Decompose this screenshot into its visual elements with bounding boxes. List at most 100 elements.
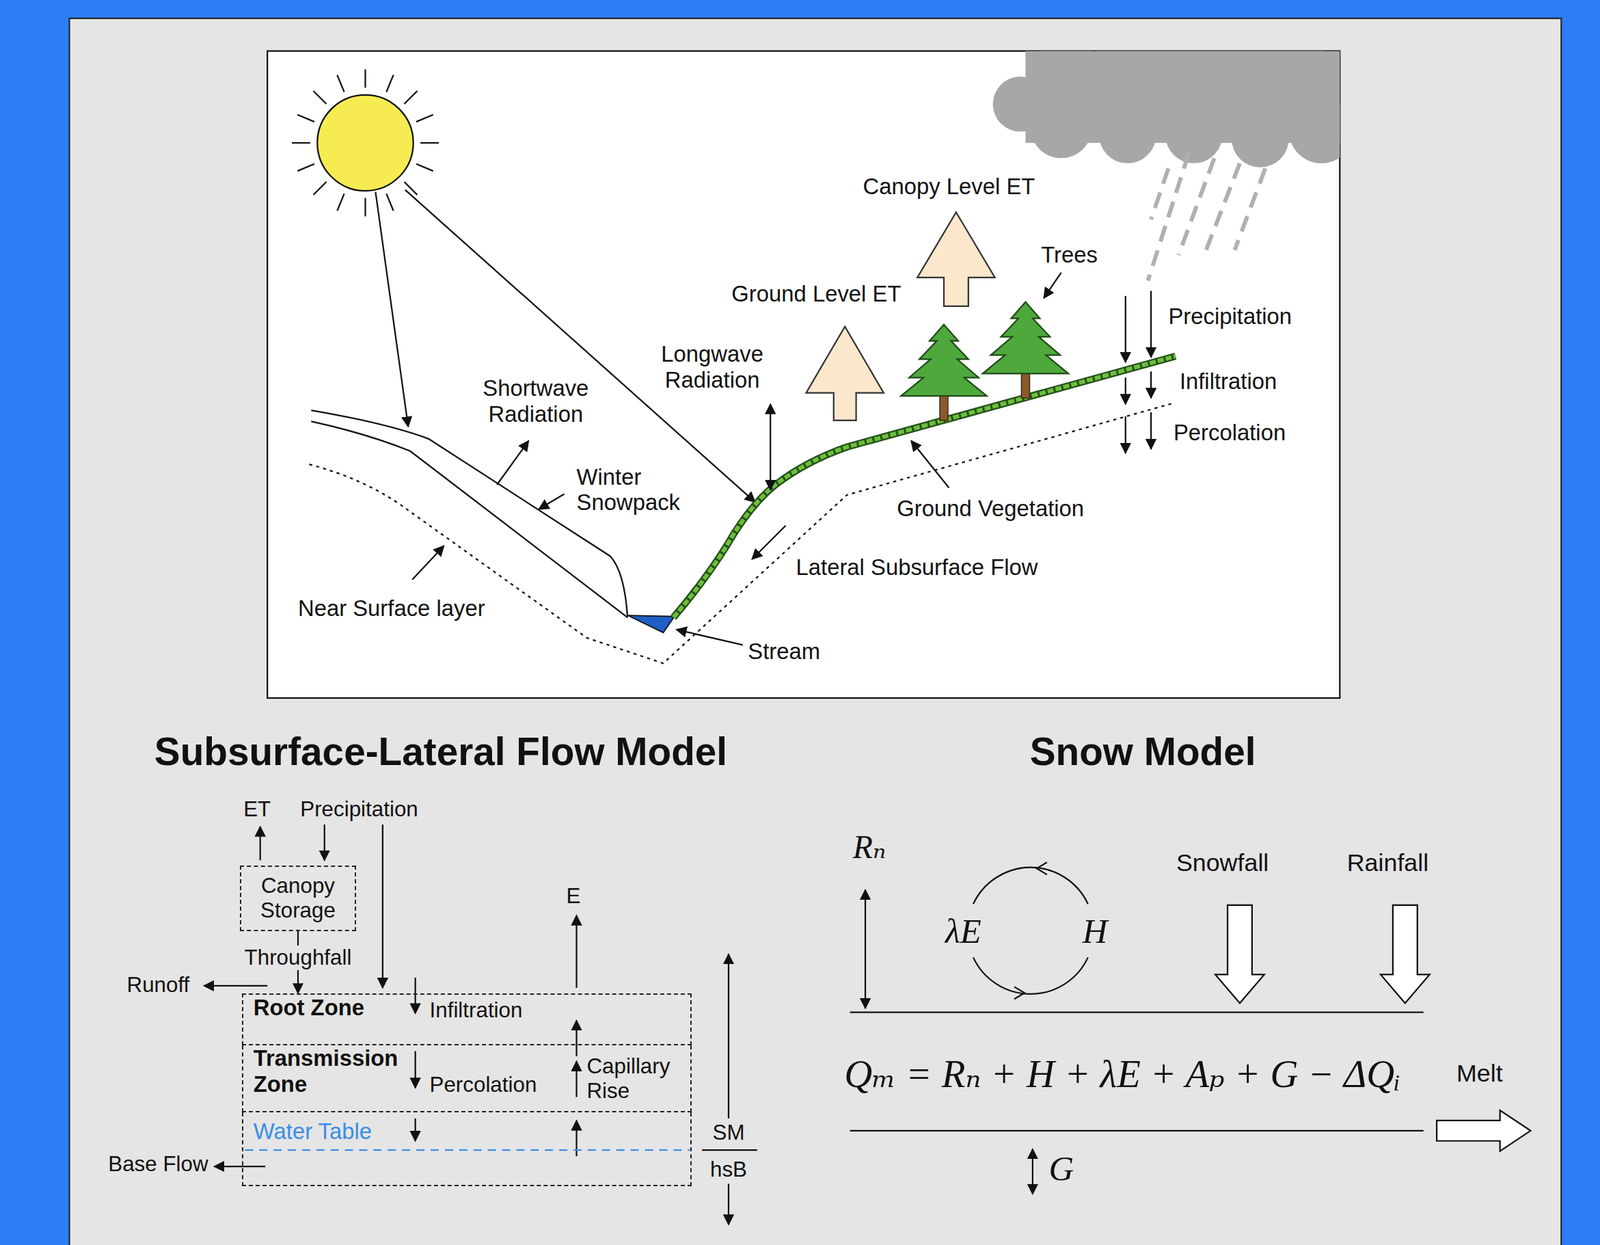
callout-label: Lateral Subsurface Flow: [796, 554, 1039, 581]
sun-part: [313, 181, 327, 195]
snow-model-lines-part: [864, 889, 866, 1009]
equation-symbol: λE: [945, 910, 982, 951]
snowpack: [308, 403, 1174, 664]
sun-part: [386, 75, 393, 93]
callout-label: SM: [712, 1120, 745, 1145]
stream: [627, 615, 675, 633]
water-table-band: Water Table: [241, 1112, 692, 1186]
water-table-line: [244, 1148, 690, 1151]
subsurface-arrows-part: [323, 824, 326, 860]
sun-part: [416, 114, 434, 122]
subsurface-arrows-part: [414, 977, 417, 1013]
callout-label: Precipitation: [300, 796, 418, 822]
radiation-rays-part: [375, 192, 409, 427]
sun-part: [336, 193, 344, 211]
callout-label: Rainfall: [1347, 848, 1430, 877]
sun-part: [364, 69, 366, 88]
storage-divider: [701, 1148, 758, 1151]
equation-symbol: H: [1082, 910, 1108, 951]
et-arrows: [805, 211, 995, 420]
callout-label: Percolation: [1173, 419, 1286, 446]
illustration-frame: [267, 51, 1340, 698]
snowpack-part: [310, 421, 628, 618]
flow-arrows-part: [1150, 371, 1152, 398]
callout-label: Stream: [747, 638, 821, 665]
stream-part: [627, 615, 675, 633]
callout-label: Melt: [1456, 1059, 1503, 1088]
cloud: [993, 51, 1341, 168]
callout-label: Infiltration: [429, 997, 523, 1023]
sun-part: [403, 181, 417, 195]
trees-part: [982, 302, 1069, 398]
cloud-part: [1289, 97, 1341, 164]
hollow-arrows-part: [1436, 1109, 1531, 1151]
section-heading: Snow Model: [1029, 729, 1257, 775]
subsurface-arrows-part: [727, 954, 730, 1119]
rain-part: [1235, 168, 1266, 250]
callout-label: hsB: [710, 1157, 748, 1182]
cloud-part: [1099, 105, 1157, 164]
subsurface-arrows-part: [414, 1118, 417, 1141]
rain-part: [1150, 168, 1169, 220]
sun-part: [297, 164, 315, 171]
hollow-arrows-part: [1380, 904, 1430, 1003]
rain-part: [1204, 163, 1240, 255]
flow-arrows-part: [1043, 272, 1061, 298]
callout-label: Ground Vegetation: [896, 495, 1084, 522]
callout-label: Infiltration: [1179, 368, 1277, 395]
cloud-part: [1231, 110, 1290, 168]
callout-label: Trees: [1040, 241, 1098, 268]
snow-model-lines-part: [1036, 861, 1048, 875]
flow-arrows-part: [1124, 416, 1127, 454]
node-text: Transmission Zone: [253, 1045, 417, 1097]
flow-arrows-part: [1150, 290, 1152, 357]
sun-part: [317, 95, 413, 191]
flow-arrows-part: [1124, 377, 1127, 404]
snow-model-lines-part: [1032, 1148, 1034, 1195]
flow-arrows-part: [1124, 295, 1127, 363]
callout-label: ET: [243, 796, 271, 822]
callout-label: Base Flow: [107, 1151, 208, 1177]
callout-label: Longwave Radiation: [651, 341, 774, 394]
flow-arrows-part: [676, 629, 743, 645]
sun-part: [364, 198, 366, 217]
subsurface-arrows-part: [259, 826, 262, 860]
subsurface-arrows-part: [575, 1060, 577, 1097]
snow-model-lines: [850, 861, 1424, 1194]
sun: [291, 69, 439, 216]
subsurface-arrows-part: [414, 1050, 417, 1088]
subsurface-arrows-part: [204, 984, 268, 987]
snow-model-lines-part: [850, 1011, 1424, 1013]
sun-part: [297, 114, 315, 122]
cloud-part: [1165, 105, 1223, 164]
water-table-line-part: [244, 1148, 690, 1151]
trees-part: [900, 324, 987, 421]
hollow-arrows-part: [1215, 904, 1265, 1003]
snow-model-lines-part: [1014, 986, 1025, 999]
illustration-frame-part: [267, 51, 1340, 698]
flow-arrows: [412, 272, 1151, 646]
callout-label: Percolation: [429, 1072, 538, 1097]
flow-arrows-part: [1150, 412, 1152, 450]
panel: [69, 18, 1562, 1245]
subsurface-arrows-part: [575, 1020, 577, 1056]
flow-arrows-part: [751, 525, 786, 560]
callout-label: Capillary Rise: [586, 1053, 689, 1104]
sun-part: [291, 69, 439, 216]
flow-arrows-part: [911, 440, 949, 488]
edge-label: Throughfall: [241, 945, 355, 970]
node-text: Root Zone: [253, 994, 365, 1021]
flow-arrows-part: [538, 493, 564, 509]
sun-part: [313, 90, 327, 104]
subsurface-arrows-part: [727, 1183, 730, 1225]
callout-label: Near Surface layer: [297, 595, 486, 622]
cloud-part: [1030, 97, 1093, 159]
sun-part: [420, 142, 439, 144]
flow-arrows-part: [412, 546, 444, 580]
hollow-arrows: [1215, 904, 1531, 1151]
equation-symbol: Rₙ: [852, 828, 887, 866]
callout-label: Winter Snowpack: [576, 464, 691, 517]
callout-label: Shortwave Radiation: [474, 375, 597, 428]
sun-part: [336, 75, 344, 93]
snowpack-part: [308, 403, 1174, 664]
